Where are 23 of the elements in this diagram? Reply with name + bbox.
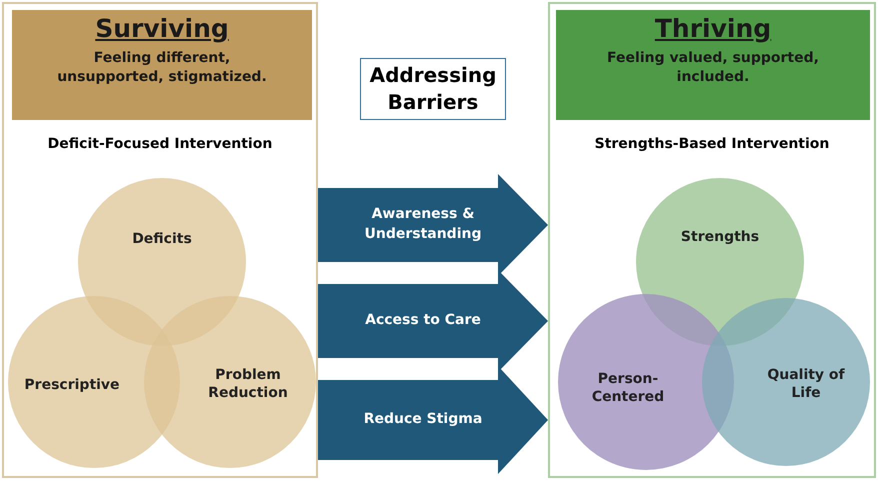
title-box: Addressing Barriers: [360, 58, 506, 120]
banner-title: Thriving: [654, 14, 772, 43]
panel-frame: [2, 2, 318, 478]
circle-label: Deficits: [131, 230, 193, 248]
circle-label: Quality of Life: [766, 366, 846, 402]
arrow-label: Access to Care: [364, 311, 482, 330]
circle-label: Person-Centered: [590, 370, 666, 406]
section-heading: Deficit-Focused Intervention: [46, 136, 274, 152]
panel-frame: [548, 2, 876, 478]
arrow-label: Awareness & Understanding: [363, 205, 482, 244]
block-arrow: [318, 270, 548, 372]
header-banner: [556, 10, 870, 120]
circle-label: Strengths: [680, 228, 760, 246]
block-arrow: [318, 174, 548, 276]
section-heading: Strengths-Based Intervention: [594, 136, 830, 152]
banner-subtitle: Feeling valued, supported, included.: [606, 49, 820, 87]
arrow-label: Reduce Stigma: [362, 410, 484, 430]
block-arrow: [318, 366, 548, 474]
circle-label: Problem Reduction: [207, 366, 289, 402]
circle-label: Prescriptive: [23, 376, 121, 394]
banner-subtitle: Feeling different, unsupported, stigmatized.: [56, 49, 268, 87]
header-banner: [12, 10, 312, 120]
banner-title: Surviving: [95, 14, 229, 43]
